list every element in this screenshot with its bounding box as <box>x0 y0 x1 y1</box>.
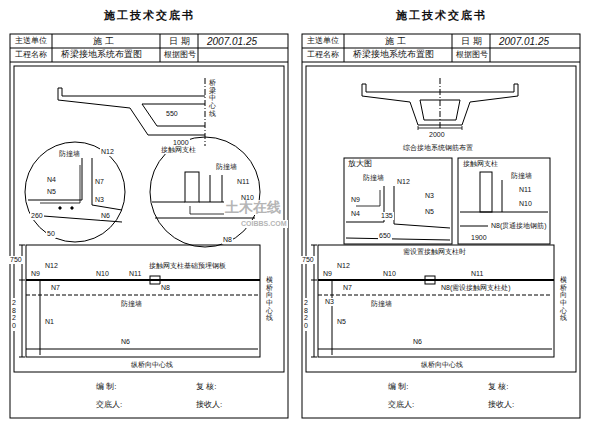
drawing-label: 编 制: <box>95 383 117 392</box>
drawing-label: 施 工 <box>384 37 407 47</box>
drawing-label: 防撞墙 <box>362 174 385 182</box>
date-text: 2007.01.25 <box>206 36 258 47</box>
drawing-label: N6 <box>120 338 131 346</box>
drawing-label: 放大图 <box>347 160 373 169</box>
drawing-label: N8(需设接触网支柱处) <box>440 284 512 292</box>
drawing-label: N7 <box>50 284 61 292</box>
drawing-label: 防撞墙 <box>510 172 533 180</box>
drawing-label: N12 <box>336 262 351 270</box>
drawing-label: N8(贯通接地钢筋) <box>490 222 548 230</box>
vertical-label: 2820 <box>12 298 19 331</box>
sheet-title: 施工技术交底书 <box>300 8 582 23</box>
drawing-label: 接触网支柱 <box>462 160 499 168</box>
vertical-label: 桥梁中心线 <box>209 78 216 118</box>
vertical-label: 横桥向中心线 <box>560 275 567 323</box>
watermark: 土木在线 <box>224 200 282 215</box>
drawing-label: N10 <box>382 270 397 278</box>
drawing-label: 复 核: <box>487 383 509 392</box>
drawing-label: 桥梁接地系统布置图 <box>60 50 143 60</box>
drawing-label: N3 <box>424 192 435 200</box>
drawing-label: 桥梁接地系统布置图 <box>352 50 435 60</box>
drawing-label: 主送单位 <box>306 37 340 46</box>
drawing-label: N6 <box>100 212 111 220</box>
drawing-label: 接收人: <box>195 401 223 410</box>
drawing-label: N11 <box>470 270 484 278</box>
drawing-label: 防撞墙 <box>120 300 143 308</box>
document-sheet: 施工技术交底书 <box>300 4 582 420</box>
drawing-label: 综合接地系统钢筋布置 <box>402 144 474 152</box>
drawing-label: 750 <box>9 256 23 264</box>
drawing-label: N12 <box>396 178 411 186</box>
drawing-label: 650 <box>378 232 392 240</box>
drawing-label: 2000 <box>428 131 446 139</box>
drawing-label: N4 <box>350 210 361 218</box>
drawing-label: 防撞墙 <box>215 163 238 171</box>
watermark: COIBBS.COM <box>240 220 288 228</box>
drawing-label: 根据图号 <box>163 51 197 60</box>
drawing-label: 需设置接触网支柱时 <box>402 248 467 256</box>
drawing-label: 复 核: <box>195 383 217 392</box>
drawing-label: 550 <box>165 110 179 118</box>
drawing-label: 编 制: <box>387 383 409 392</box>
drawing-label: 135 <box>380 212 394 220</box>
drawing-label: 纵桥向中心线 <box>130 361 174 369</box>
drawing-label: N5 <box>46 188 57 196</box>
drawing-label: N4 <box>46 176 57 184</box>
drawing-label: 工程名称 <box>14 51 48 60</box>
vertical-label: 横桥向中心线 <box>266 275 273 323</box>
drawing-label: 50 <box>46 230 56 238</box>
drawing-label: 工程名称 <box>306 51 340 60</box>
drawing-label: 主送单位 <box>14 37 48 46</box>
drawing-label: N10 <box>95 270 110 278</box>
drawing-label: 防撞墙 <box>58 150 81 158</box>
drawing-label: 接收人: <box>487 401 515 410</box>
drawing-label: N8 <box>160 284 171 292</box>
drawing-label: N7 <box>342 284 353 292</box>
drawing-label: 根据图号 <box>455 51 489 60</box>
drawing-label: N11 <box>518 186 532 194</box>
drawing-label: 日 期 <box>460 37 483 47</box>
drawing-label: 接触网支柱基础预埋钢板 <box>148 262 227 270</box>
drawing-label: N3 <box>94 196 105 204</box>
drawing-label: N7 <box>94 178 105 186</box>
drawing-label: 日 期 <box>168 37 191 47</box>
drawing-label: 750 <box>301 256 315 264</box>
drawing-label: N8 <box>222 236 233 244</box>
drawing-label: 260 <box>30 212 44 220</box>
drawing-label: N5 <box>424 208 435 216</box>
drawing-label: 接触网支柱 <box>160 146 197 154</box>
vertical-label: 2820 <box>304 298 311 331</box>
drawing-label: N11 <box>128 270 142 278</box>
drawing-label: 施 工 <box>92 37 115 47</box>
sheet-title: 施工技术交底书 <box>8 8 290 23</box>
drawing-label: N9 <box>350 196 361 204</box>
drawing-label: N1 <box>44 318 55 326</box>
drawing-label: N9 <box>30 270 41 278</box>
drawing-label: N3 <box>324 298 335 306</box>
drawing-label: 1900 <box>470 234 488 242</box>
drawing-label: 纵桥向中心线 <box>420 361 464 369</box>
drawing-label: 防撞墙 <box>370 300 393 308</box>
drawing-label: N10 <box>518 200 533 208</box>
drawing-label: N12 <box>100 148 115 156</box>
drawing-label: N11 <box>236 178 250 186</box>
drawing-label: 交底人: <box>387 401 415 410</box>
drawing-label: N9 <box>322 270 333 278</box>
drawing-label: 交底人: <box>95 401 123 410</box>
drawing-label: N12 <box>44 262 59 270</box>
drawing-label: N6 <box>412 338 423 346</box>
drawing-label: N5 <box>336 318 347 326</box>
date-text: 2007.01.25 <box>498 36 550 47</box>
